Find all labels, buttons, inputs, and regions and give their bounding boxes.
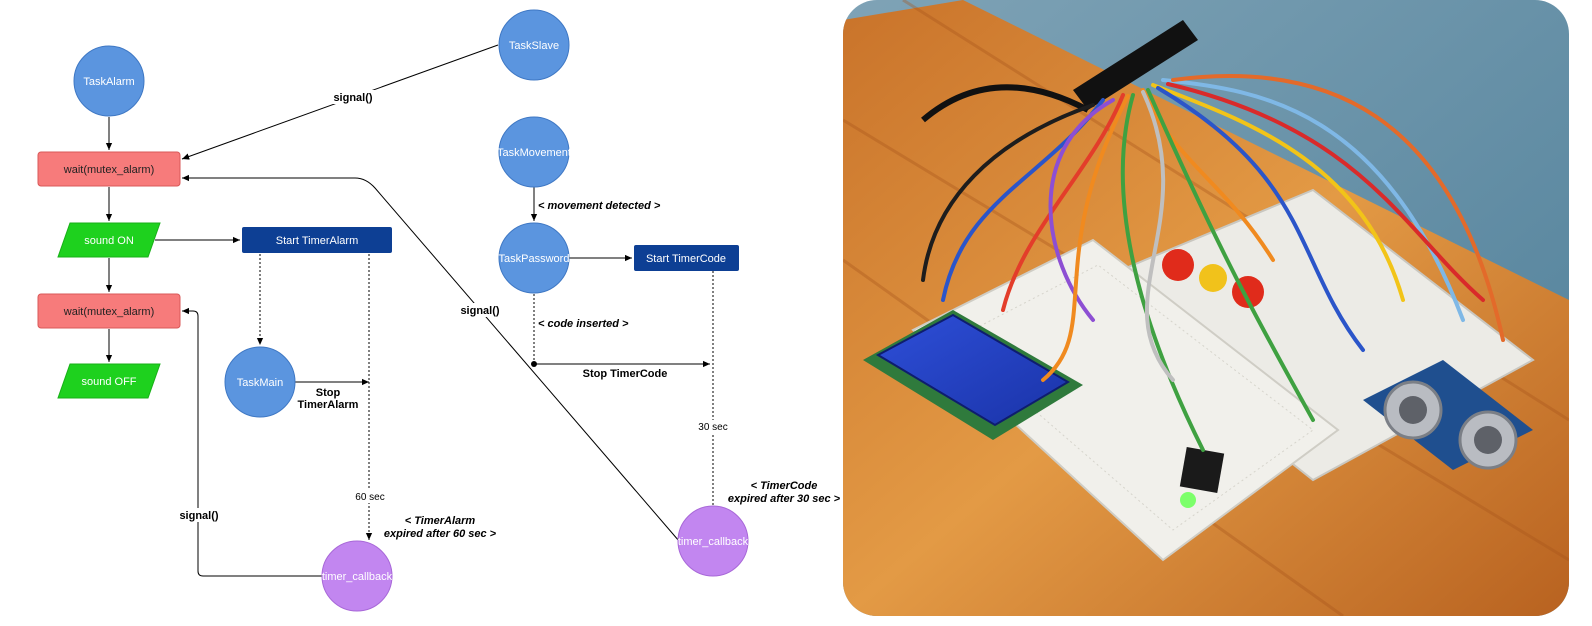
photo-red-button-1: [1162, 249, 1194, 281]
photo-green-led: [1180, 492, 1196, 508]
photo-breadboard-front: [911, 238, 1340, 562]
node-task-slave[interactable]: TaskSlave: [498, 9, 570, 81]
task-password-label: TaskPassword: [499, 253, 570, 265]
start-timer-alarm-label: Start TimerAlarm: [276, 235, 359, 247]
node-wait-mutex-1[interactable]: wait(mutex_alarm): [37, 151, 181, 187]
junction-dot: [531, 361, 537, 367]
node-wait-mutex-2[interactable]: wait(mutex_alarm): [37, 293, 181, 329]
edges: [105, 44, 714, 577]
node-task-alarm[interactable]: TaskAlarm: [73, 45, 145, 117]
timer-callback-alarm-label: timer_callback: [322, 571, 393, 583]
edge-timercallback-alarm-wait: [182, 307, 322, 577]
node-task-movement[interactable]: TaskMovement: [497, 116, 571, 188]
sixty-sec-label: 60 sec: [355, 492, 384, 503]
node-start-timer-code[interactable]: Start TimerCode: [634, 245, 739, 271]
photo-ultrasonic-sensor: [1363, 360, 1533, 470]
flow-diagram: TaskAlarm TaskSlave TaskMovement TaskPas…: [37, 9, 841, 612]
timercode-note-1: < TimerCode: [751, 480, 818, 492]
timer-callback-code-label: timer_callback: [678, 536, 749, 548]
code-inserted-label: < code inserted >: [538, 318, 629, 330]
signal-code-label: signal(): [460, 305, 499, 317]
hardware-photo: [843, 0, 1569, 616]
signal-slave-label: signal(): [333, 92, 372, 104]
sound-on-label: sound ON: [84, 235, 134, 247]
node-timer-callback-alarm[interactable]: timer_callback: [321, 540, 393, 612]
movement-detected-label: < movement detected >: [538, 200, 661, 212]
task-slave-label: TaskSlave: [509, 40, 559, 52]
photo-lcd: [863, 310, 1083, 440]
node-sound-on[interactable]: sound ON: [57, 222, 161, 258]
node-timer-callback-code[interactable]: timer_callback: [677, 505, 749, 577]
sound-off-label: sound OFF: [81, 376, 136, 388]
photo-wires: [921, 73, 1505, 452]
wait-mutex-1-label: wait(mutex_alarm): [63, 164, 154, 176]
photo-led-module: [1179, 447, 1225, 493]
start-timer-code-label: Start TimerCode: [646, 253, 726, 265]
timercode-note-2: expired after 30 sec >: [728, 493, 841, 505]
task-movement-label: TaskMovement: [497, 147, 571, 159]
photo-yellow-button: [1199, 264, 1227, 292]
stop-timer-alarm-label-2: TimerAlarm: [298, 399, 359, 411]
task-alarm-label: TaskAlarm: [83, 76, 134, 88]
edge-timercallback-code-wait: [182, 174, 680, 542]
stop-timer-code-label: Stop TimerCode: [583, 368, 668, 380]
timeralarm-note-1: < TimerAlarm: [405, 515, 476, 527]
photo-connector: [1073, 20, 1198, 110]
hardware-photo-illustration: [843, 0, 1569, 616]
wait-mutex-2-label: wait(mutex_alarm): [63, 306, 154, 318]
stop-timer-alarm-label-1: Stop: [316, 387, 341, 399]
thirty-sec-label: 30 sec: [698, 422, 727, 433]
signal-alarm-label: signal(): [179, 510, 218, 522]
timeralarm-note-2: expired after 60 sec >: [384, 528, 497, 540]
node-start-timer-alarm[interactable]: Start TimerAlarm: [242, 227, 392, 253]
task-main-label: TaskMain: [237, 377, 283, 389]
node-sound-off[interactable]: sound OFF: [57, 363, 161, 399]
node-task-main[interactable]: TaskMain: [224, 346, 296, 418]
node-task-password[interactable]: TaskPassword: [498, 222, 570, 294]
